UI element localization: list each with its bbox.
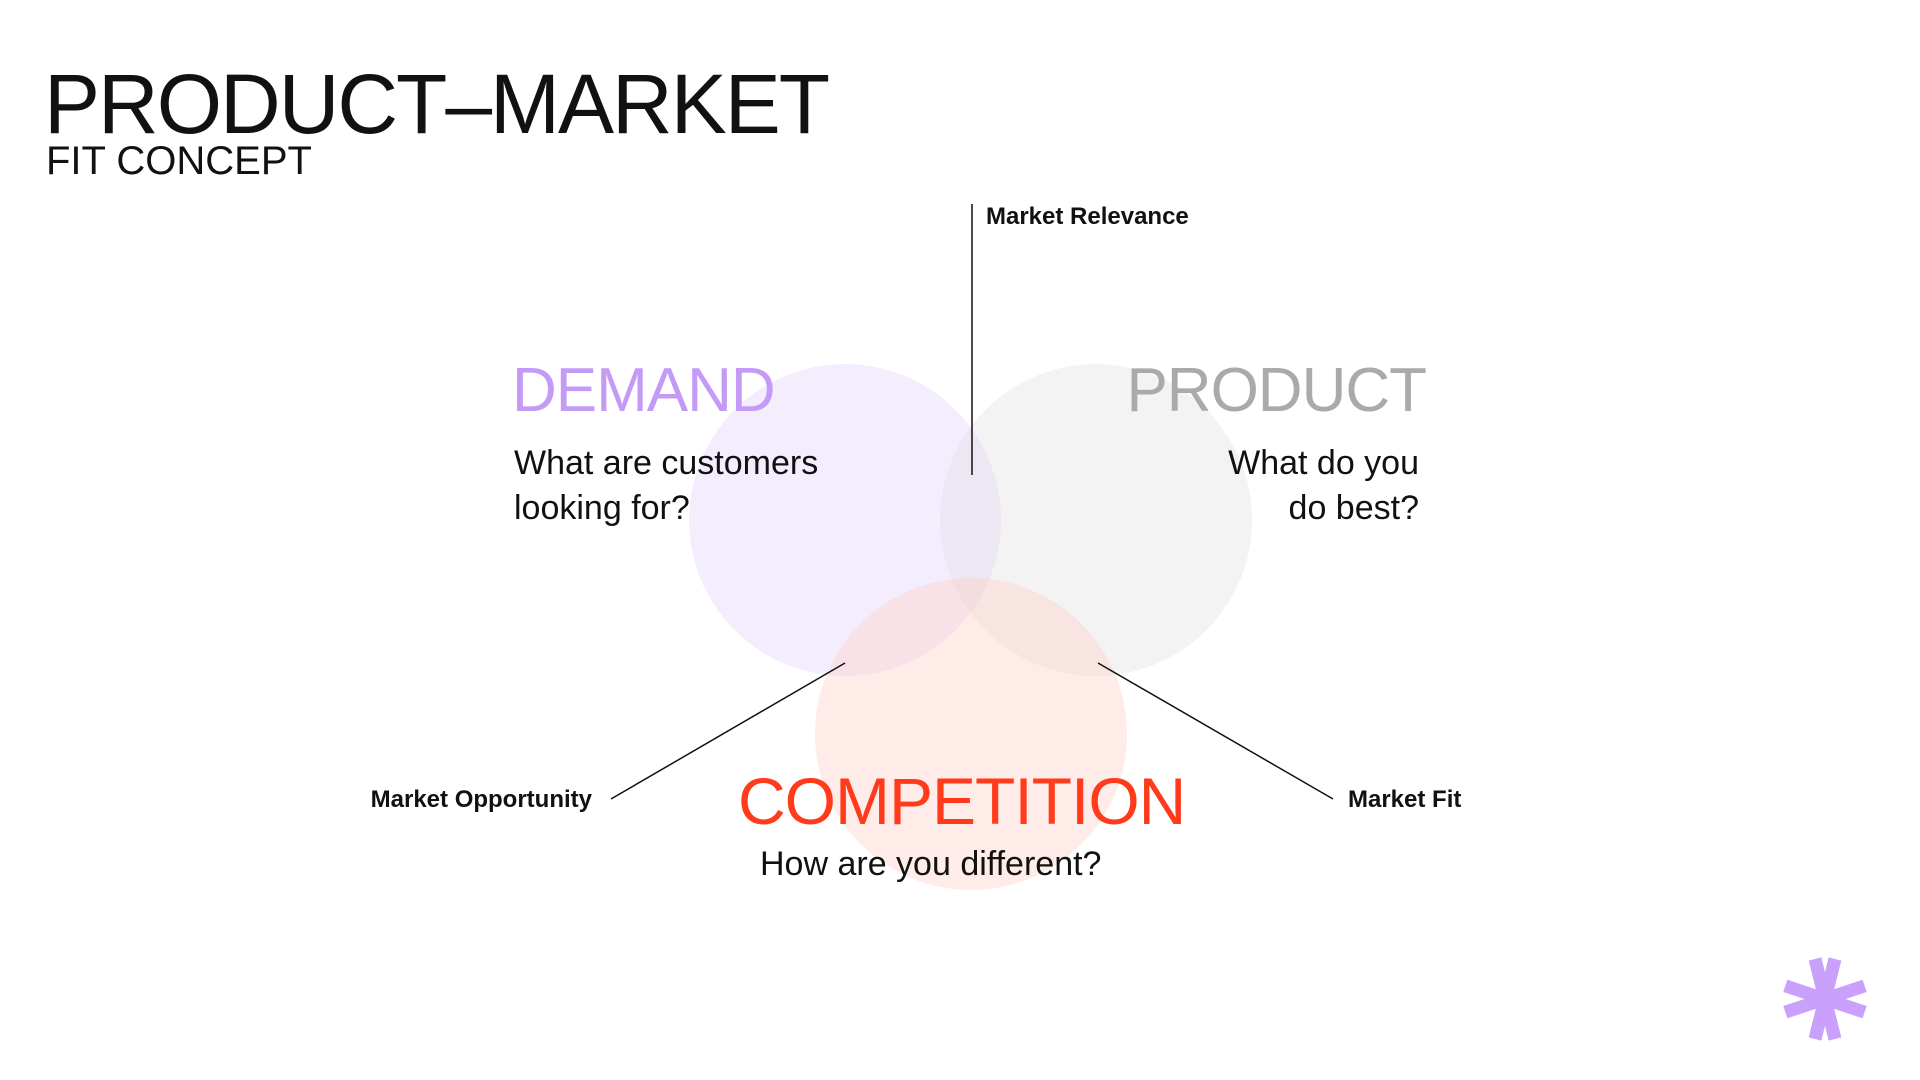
demand-question-line1: What are customers xyxy=(514,444,819,482)
competition-question: How are you different? xyxy=(760,845,1102,883)
product-heading: PRODUCT xyxy=(1126,356,1427,425)
asterisk-icon xyxy=(1783,957,1867,1041)
market-opportunity-connector xyxy=(610,662,846,800)
market-relevance-label: Market Relevance xyxy=(986,203,1189,230)
demand-question: What are customers looking for? xyxy=(514,441,818,531)
product-question-line1: What do you xyxy=(1228,444,1419,482)
market-fit-connector xyxy=(1097,662,1334,800)
demand-heading: DEMAND xyxy=(512,356,776,425)
product-question-line2: do best? xyxy=(1288,489,1419,527)
product-circle xyxy=(940,364,1252,676)
demand-question-line2: looking for? xyxy=(514,489,690,527)
market-opportunity-label: Market Opportunity xyxy=(370,786,592,813)
competition-heading: COMPETITION xyxy=(738,764,1186,838)
page-subtitle: FIT CONCEPT xyxy=(46,139,312,183)
demand-circle xyxy=(689,364,1001,676)
market-fit-label: Market Fit xyxy=(1348,786,1462,813)
page-title: PRODUCT–MARKET xyxy=(44,57,830,151)
competition-circle xyxy=(815,578,1127,890)
product-question: What do you do best? xyxy=(1228,441,1419,531)
